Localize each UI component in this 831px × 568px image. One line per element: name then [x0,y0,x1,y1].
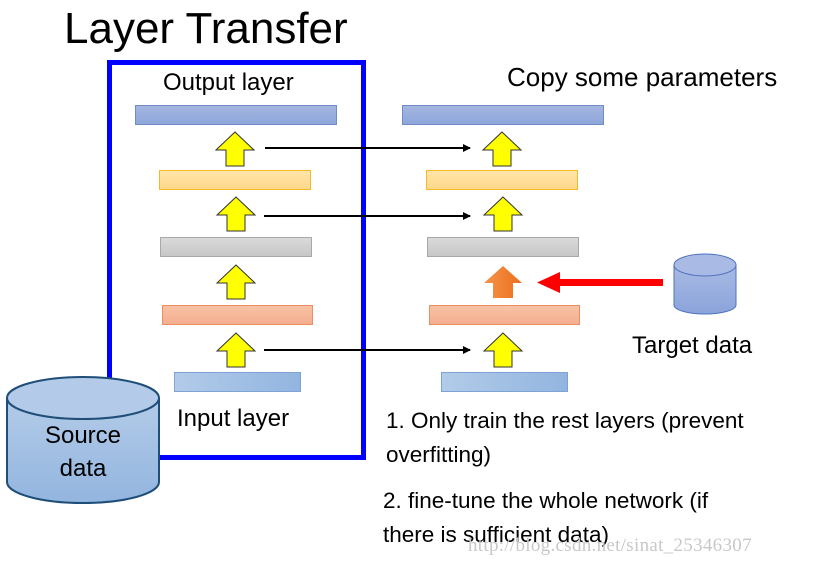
note-2-line1: 2. fine-tune the whole network (if [383,488,709,513]
copy-parameters-heading: Copy some parameters [507,62,778,92]
note-1-line2: overfitting) [386,442,492,467]
source-data-cylinder-icon [6,376,160,504]
source-up-arrow-2 [216,196,256,232]
source-network-frame [107,60,366,460]
target-up-arrow-4 [483,332,523,368]
note-1-line1: 1. Only train the rest layers (prevent [386,408,744,433]
source-hidden-layer-3 [159,170,311,190]
source-hidden-layer-1 [162,305,313,325]
source-data-label-line1: Source [44,422,122,449]
target-data-cylinder-icon [673,253,737,315]
target-input-layer [441,372,568,392]
target-hidden-layer-1 [429,305,580,325]
note-2-line2: there is sufficient data) [383,522,609,547]
source-data-label-line2: data [59,455,107,482]
input-layer-label: Input layer [177,405,290,432]
watermark: http://blog.csdn.net/sinat_25346307 [468,535,752,556]
slide-title: Layer Transfer [64,4,348,53]
target-output-layer [402,105,604,125]
target-hidden-layer-3 [426,170,578,190]
output-layer-label: Output layer [163,69,294,96]
source-output-layer [135,105,337,125]
target-data-arrow [537,272,663,293]
source-input-layer [174,372,301,392]
source-up-arrow-4 [216,332,256,368]
target-hidden-layer-2 [427,237,579,257]
target-up-arrow-2 [483,196,523,232]
source-hidden-layer-2 [160,237,312,257]
source-up-arrow-3 [216,264,256,300]
trained-up-arrow [484,266,522,298]
target-data-label: Target data [632,332,753,359]
source-up-arrow-1 [215,131,255,167]
target-up-arrow-1 [482,131,522,167]
